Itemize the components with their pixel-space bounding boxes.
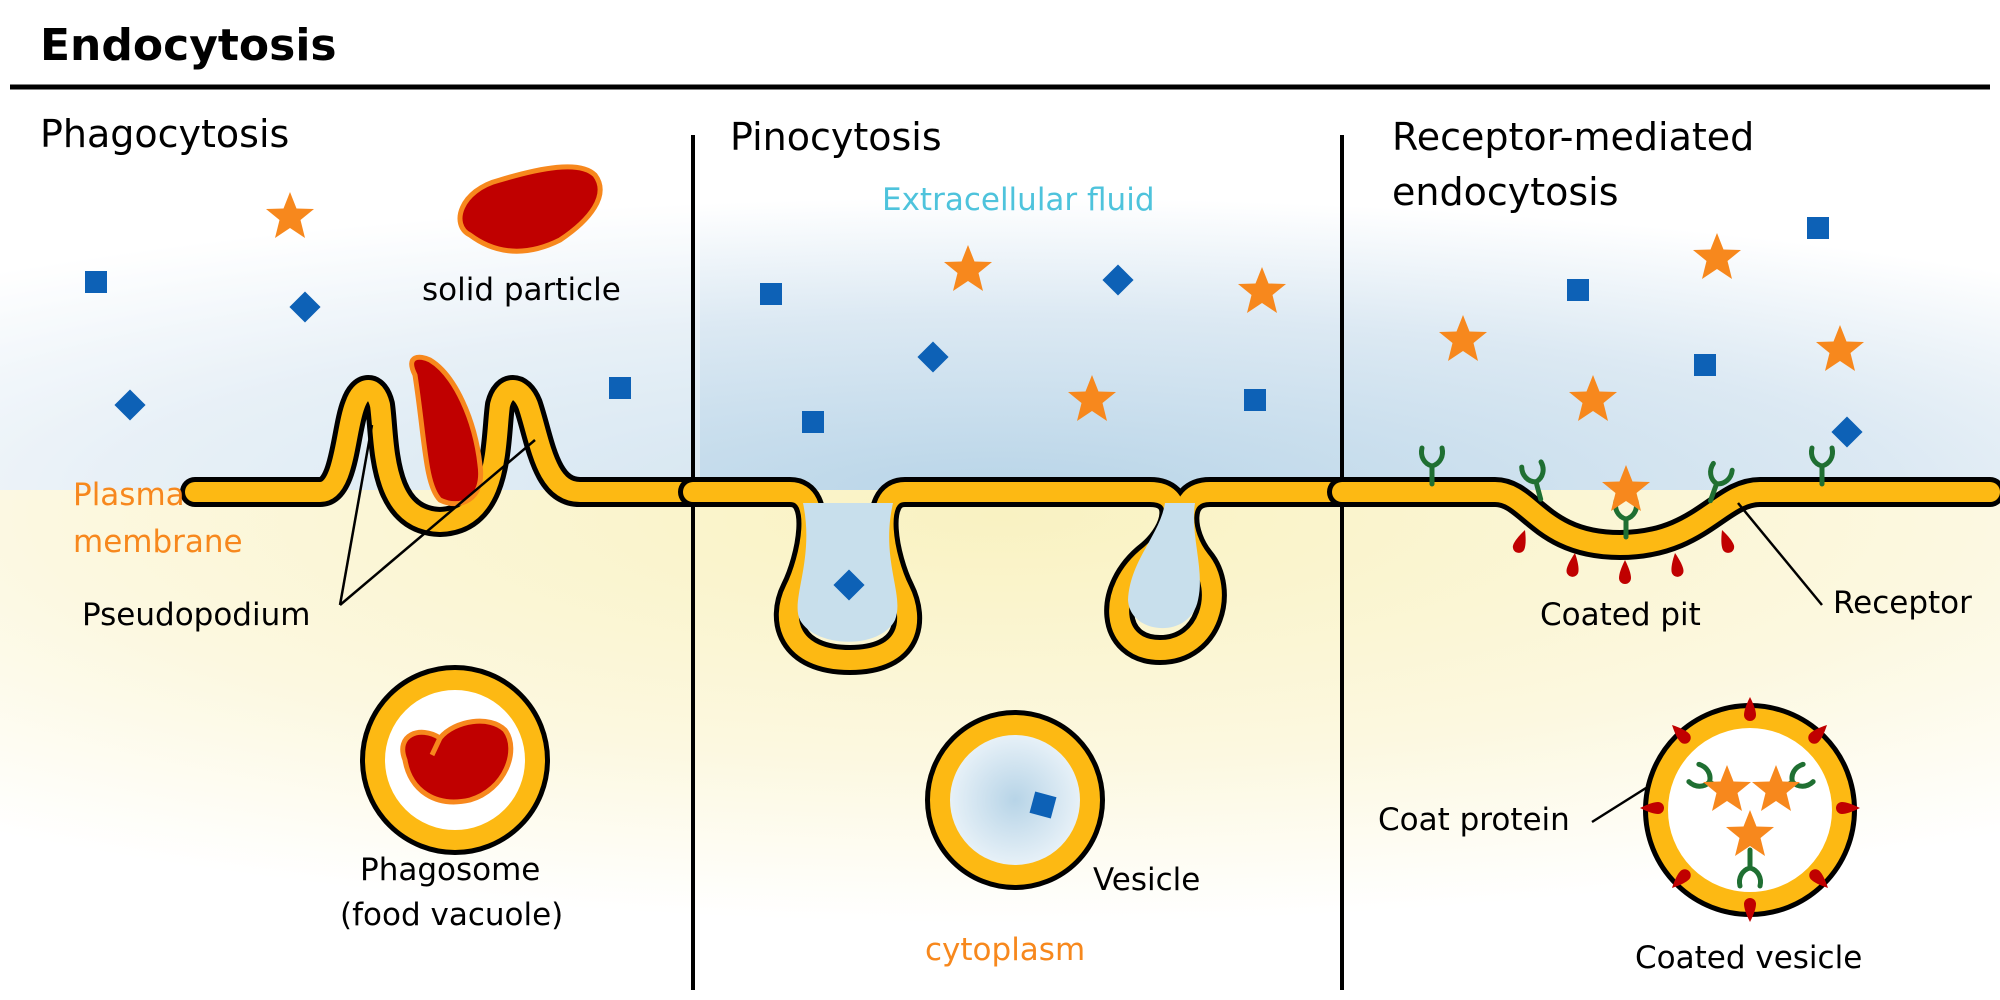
heading-phagocytosis: Phagocytosis [40, 112, 289, 156]
solid-particle-engulfed [409, 354, 484, 507]
phagosome-label: Phagosome [360, 852, 540, 888]
vesicle-label: Vesicle [1093, 862, 1200, 898]
plasma-membrane [180, 375, 2000, 675]
diagram-title: Endocytosis [40, 20, 337, 71]
vesicle [925, 710, 1105, 890]
receptor-pointer [1737, 502, 1823, 606]
square-molecule [760, 283, 782, 305]
pseudopodium-pointer [338, 424, 374, 606]
membrane-pinocytosis [678, 477, 1357, 675]
phagosome [360, 665, 550, 855]
solid-particle-free [457, 164, 603, 254]
pseudopodium-pointer [339, 439, 536, 606]
solid-particle-label: solid particle [422, 272, 621, 308]
plasma-membrane-label: Plasma [73, 477, 185, 513]
square-molecule [85, 271, 107, 293]
membrane-receptor-mediated [1327, 477, 2000, 560]
phagosome-label-2: (food vacuole) [340, 897, 563, 933]
coat-protein-label: Coat protein [1378, 802, 1570, 838]
square-molecule [1244, 389, 1266, 411]
square-molecule [1807, 217, 1829, 239]
square-molecule [609, 377, 631, 399]
receptor-mediated-panel: Coated pit Receptor Coat protein [1378, 217, 1972, 976]
pinocytosis-panel: Extracellular fluid Vesicle cytoplasm [760, 182, 1286, 968]
heading-endocytosis: endocytosis [1392, 170, 1619, 214]
square-molecule [1567, 279, 1589, 301]
phagocytosis-panel: solid particle Plasma membrane Pseudopod… [73, 164, 631, 933]
heading-receptor-mediated: Receptor-mediated [1392, 115, 1754, 159]
membrane-phagocytosis [180, 375, 708, 537]
coat-protein-pointer [1591, 786, 1647, 824]
extracellular-fluid-label: Extracellular fluid [882, 182, 1155, 218]
pseudopodium-label: Pseudopodium [82, 597, 310, 633]
coated-vesicle-label: Coated vesicle [1635, 940, 1862, 976]
coated-vesicle [1640, 697, 1860, 922]
coated-pit-label: Coated pit [1540, 597, 1701, 633]
extracellular-fluid-region [0, 100, 2000, 490]
square-molecule [802, 411, 824, 433]
square-molecule [1694, 354, 1716, 376]
cytoplasm-label: cytoplasm [925, 932, 1085, 968]
plasma-membrane-label-2: membrane [73, 524, 243, 560]
receptor-label: Receptor [1833, 585, 1972, 621]
heading-pinocytosis: Pinocytosis [730, 115, 942, 159]
